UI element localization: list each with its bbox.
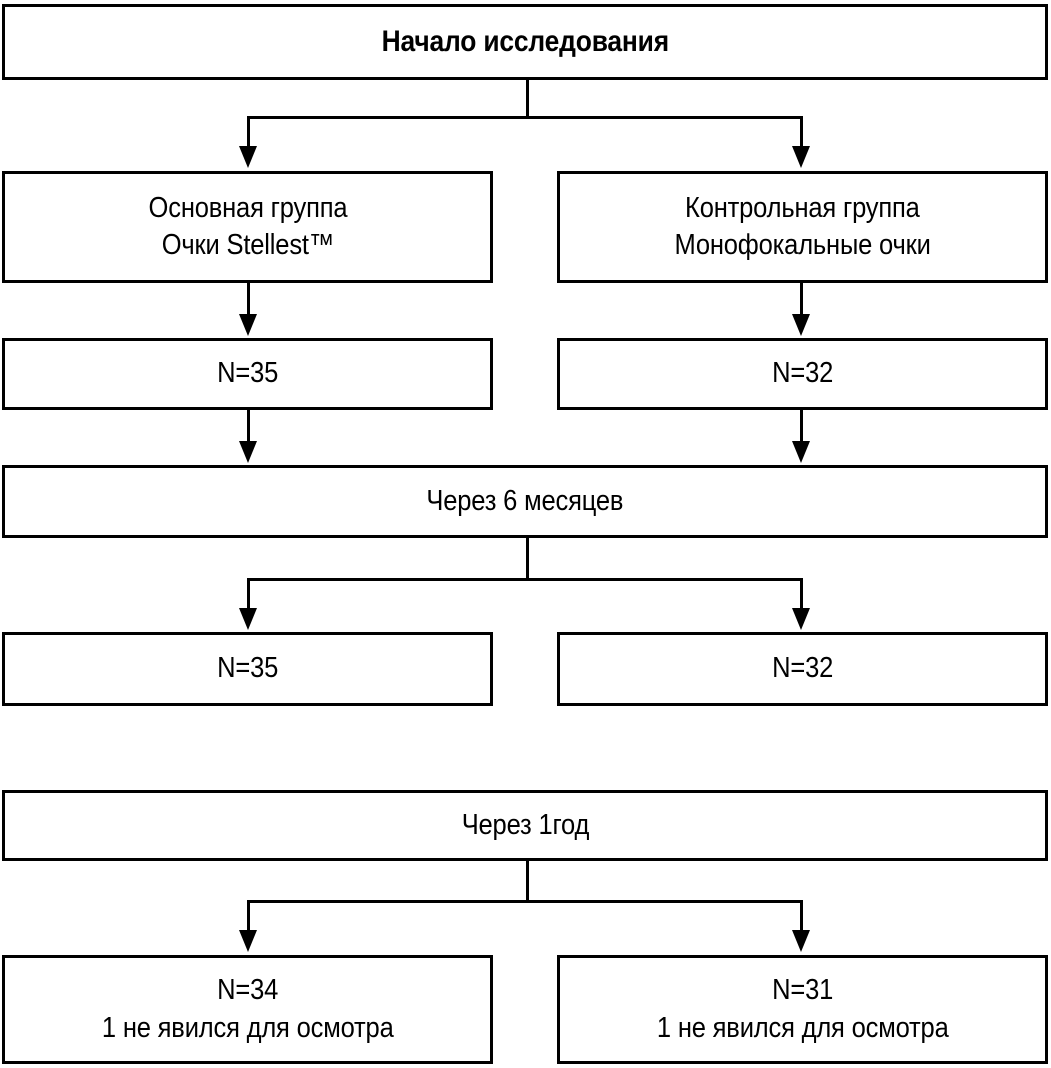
connector-6m-right-drop: [800, 578, 803, 610]
node-study-start: Начало исследования: [2, 4, 1048, 80]
node-6m-control-count: N=32: [557, 632, 1048, 706]
connector-start-left-drop: [247, 116, 250, 148]
node-control-group: Контрольная группа Монофокальные очки: [557, 171, 1048, 283]
node-1y-control-count-line2: 1 не явился для осмотра: [656, 1011, 949, 1044]
node-6m-control-count-label: N=32: [771, 652, 834, 685]
arrowhead-start-to-main-group: [239, 146, 257, 168]
node-control-group-line1: Контрольная группа: [685, 191, 920, 224]
arrowhead-baseline-control-to-6m: [792, 441, 810, 463]
connector-main-group-to-baseline: [247, 283, 250, 316]
node-followup-6-months: Через 6 месяцев: [2, 465, 1048, 538]
node-1y-main-count-line1: N=34: [216, 974, 279, 1007]
node-6m-main-count: N=35: [2, 632, 493, 706]
connector-6m-stem: [526, 538, 529, 580]
node-baseline-control-count-label: N=32: [771, 357, 834, 390]
connector-baseline-control-to-6m: [800, 410, 803, 443]
connector-start-stem: [526, 80, 529, 118]
connector-6m-bar: [247, 578, 803, 581]
node-6m-main-count-label: N=35: [216, 652, 279, 685]
node-1y-main-count: N=34 1 не явился для осмотра: [2, 955, 493, 1064]
node-followup-1-year: Через 1год: [2, 790, 1048, 861]
connector-1y-right-drop: [800, 900, 803, 932]
node-main-group: Основная группа Очки Stellest™: [2, 171, 493, 283]
connector-6m-left-drop: [247, 578, 250, 610]
node-followup-6-months-label: Через 6 месяцев: [426, 484, 624, 517]
arrowhead-6m-to-main-count: [239, 608, 257, 630]
node-baseline-main-count: N=35: [2, 338, 493, 410]
node-main-group-line2: Очки Stellest™: [161, 229, 334, 261]
arrowhead-1y-to-control-count: [792, 930, 810, 952]
node-1y-control-count-line1: N=31: [771, 974, 834, 1007]
arrowhead-control-group-to-baseline: [792, 314, 810, 336]
connector-1y-stem: [526, 861, 529, 903]
arrowhead-baseline-main-to-6m: [239, 441, 257, 463]
connector-start-bar: [247, 116, 803, 119]
arrowhead-start-to-control-group: [792, 146, 810, 168]
arrowhead-1y-to-main-count: [239, 930, 257, 952]
node-study-start-label: Начало исследования: [381, 24, 669, 58]
node-1y-control-count: N=31 1 не явился для осмотра: [557, 955, 1048, 1064]
node-followup-1-year-label: Через 1год: [461, 808, 589, 841]
node-baseline-control-count: N=32: [557, 338, 1048, 410]
connector-control-group-to-baseline: [800, 283, 803, 316]
node-main-group-line1: Основная группа: [148, 191, 347, 224]
node-1y-main-count-line2: 1 не явился для осмотра: [101, 1011, 394, 1044]
connector-baseline-main-to-6m: [247, 410, 250, 443]
connector-1y-left-drop: [247, 900, 250, 932]
node-baseline-main-count-label: N=35: [216, 357, 279, 390]
connector-start-right-drop: [800, 116, 803, 148]
connector-1y-bar: [247, 900, 803, 903]
arrowhead-main-group-to-baseline: [239, 314, 257, 336]
node-control-group-line2: Монофокальные очки: [674, 229, 931, 261]
arrowhead-6m-to-control-count: [792, 608, 810, 630]
